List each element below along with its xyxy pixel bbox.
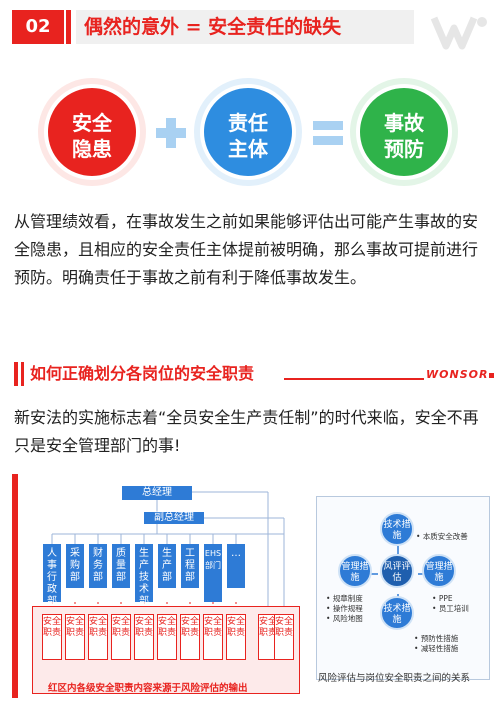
subsection-header: 如何正确划分各岗位的安全职责 WONSOR: [14, 362, 494, 386]
risk-node-label: 管理措施: [341, 562, 369, 583]
org-risk-figure: 总经理 副总经理 人事行政部 采购部 财务部 质量部 生产技术部 生产部 工程部…: [12, 474, 490, 706]
dept-production: 生产部: [158, 544, 176, 588]
risk-note-list: • PPE • 员工培训: [432, 594, 469, 614]
responsibility-box: 安全职责: [203, 614, 223, 660]
responsibility-box: 安全职责: [226, 614, 246, 660]
equals-icon: [313, 136, 343, 145]
dept-more: …: [227, 544, 245, 588]
accident-prevention-circle: 事故 预防: [356, 84, 452, 180]
risk-note-text: 预防性措施: [420, 634, 459, 643]
equals-icon: [313, 121, 343, 130]
dept-purchasing: 采购部: [66, 544, 84, 588]
figure-accent-bar: [12, 474, 18, 698]
org-node-ceo: 总经理: [122, 486, 192, 500]
risk-note: • 操作规程: [326, 604, 363, 613]
brand-logo-icon: [430, 16, 487, 50]
brand-dot: [489, 373, 494, 378]
circle-line: 事故: [384, 111, 424, 135]
plus-icon: [166, 118, 176, 148]
risk-note: • 规章制度: [326, 594, 363, 603]
header-rule: [284, 378, 424, 380]
section-title: 偶然的意外 = 安全责任的缺失: [76, 10, 414, 44]
risk-note: • 员工培训: [432, 604, 469, 613]
risk-note-list: • 规章制度 • 操作规程 • 风险地图: [326, 594, 363, 624]
risk-note-text: 减轻性措施: [420, 644, 459, 653]
responsibility-box: 安全职责: [42, 614, 62, 660]
circle-line: 主体: [228, 137, 268, 161]
risk-note-text: 规章制度: [332, 594, 363, 603]
risk-note-list: • 预防性措施 • 减轻性措施: [414, 634, 458, 654]
risk-note-text: 本质安全改善: [422, 532, 468, 541]
risk-note-text: PPE: [438, 594, 453, 603]
risk-node-label: 技术措施: [383, 520, 411, 541]
risk-panel-caption: 风险评估与岗位安全职责之间的关系: [318, 673, 471, 684]
dept-engineering: 工程部: [181, 544, 199, 588]
risk-note: • 预防性措施: [414, 634, 459, 643]
responsibility-box: 安全职责: [88, 614, 108, 660]
risk-node-center: 风评评估: [380, 554, 414, 588]
subsection-title: 如何正确划分各岗位的安全职责: [30, 364, 255, 383]
risk-node-label: 风评评估: [383, 562, 411, 583]
risk-node-label: 技术措施: [383, 604, 411, 625]
risk-node-mgmt-right: 管理措施: [422, 554, 456, 588]
dept-production-tech: 生产技术部: [135, 544, 153, 607]
circle-line: 责任: [228, 111, 268, 135]
responsible-party-circle: 责任 主体: [200, 84, 296, 180]
dept-finance: 财务部: [89, 544, 107, 588]
section-header: 02 偶然的意外 = 安全责任的缺失: [0, 0, 500, 60]
dept-quality: 质量部: [112, 544, 130, 588]
circle-line: 隐患: [72, 137, 112, 161]
header-bar: [14, 362, 18, 386]
risk-node-mgmt-left: 管理措施: [338, 554, 372, 588]
risk-note-text: 风险地图: [332, 614, 363, 623]
circle-line: 安全: [72, 111, 112, 135]
risk-node-tech-top: 技术措施: [380, 512, 414, 546]
risk-note-text: 员工培训: [438, 604, 469, 613]
dept-ehs: EHS部门: [204, 544, 222, 602]
responsibility-box: 安全职责: [180, 614, 200, 660]
responsibility-box: 安全职责: [111, 614, 131, 660]
risk-note: • PPE: [432, 594, 453, 603]
risk-note-text: 操作规程: [332, 604, 363, 613]
responsibility-box: 安全职责: [134, 614, 154, 660]
responsibility-zone-caption: 红区内各级安全职责内容来源于风险评估的输出: [48, 683, 248, 694]
header-bar: [21, 362, 24, 386]
risk-node-label: 管理措施: [425, 562, 453, 583]
circle-line: 预防: [384, 137, 424, 161]
dept-hr-admin: 人事行政部: [43, 544, 61, 607]
header-divider: [66, 10, 71, 44]
body-paragraph: 新安法的实施标志着“全员安全生产责任制”的时代来临，安全不再只是安全管理部门的事…: [14, 408, 479, 455]
risk-note: • 减轻性措施: [414, 644, 459, 653]
responsibility-box: 安全职责: [274, 614, 294, 660]
risk-node-tech-bottom: 技术措施: [380, 596, 414, 630]
org-node-deputy: 副总经理: [144, 512, 204, 524]
responsibility-box: 安全职责: [65, 614, 85, 660]
responsibility-box: 安全职责: [157, 614, 177, 660]
body-paragraph: 从管理绩效看，在事故发生之前如果能够评估出可能产生事故的安全隐患，且相应的安全责…: [14, 212, 479, 287]
section-number: 02: [12, 10, 64, 44]
risk-note: • 风险地图: [326, 614, 363, 623]
org-connectors: [51, 491, 285, 614]
risk-note: • 本质安全改善: [416, 532, 468, 541]
safety-hazard-circle: 安全 隐患: [44, 84, 140, 180]
brand-wordmark: WONSOR: [426, 368, 489, 381]
